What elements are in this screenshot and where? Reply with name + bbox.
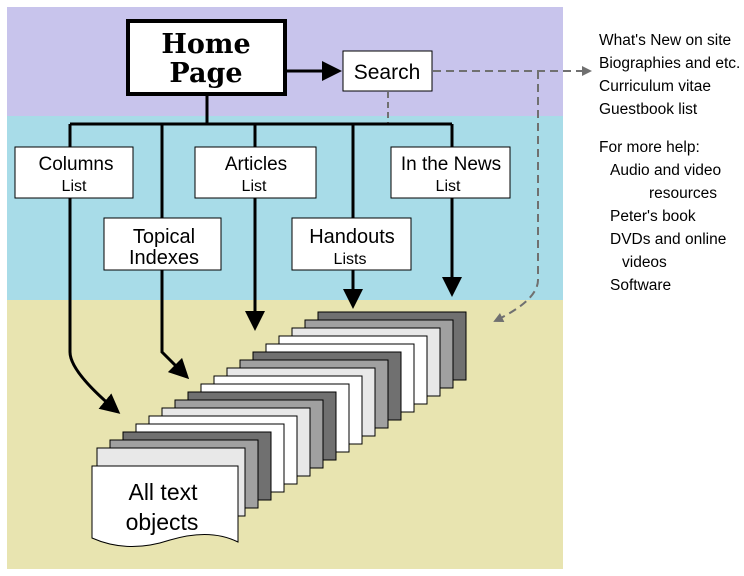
help-item-software: Software (610, 277, 672, 294)
columns-label-line1: Columns (39, 154, 114, 175)
all-text-document-shape (91, 465, 239, 547)
search-node: Search (342, 50, 433, 92)
side-panel: What's New on site Biographies and etc. … (599, 29, 744, 297)
middle-band (7, 116, 563, 300)
search-item-biographies: Biographies and etc. (599, 55, 741, 72)
all-text-label-line2: objects (126, 509, 199, 535)
handouts-lists-node: Handouts Lists (291, 217, 412, 271)
home-page-label-line1: Home (161, 29, 250, 60)
columns-to-objects-arrow (68, 198, 121, 414)
help-item-book: Peter's book (610, 208, 696, 225)
all-text-label-line1: All text (128, 479, 198, 505)
home-page-node: Home Page (126, 19, 287, 96)
search-item-guestbook: Guestbook list (599, 101, 698, 118)
side-spacer (599, 121, 744, 136)
in-the-news-label-line2: List (436, 178, 461, 195)
in-the-news-list-node: In the News List (390, 146, 511, 199)
help-heading: For more help: (599, 139, 700, 156)
columns-list-node: Columns List (14, 146, 134, 199)
topical-label-line2: Indexes (129, 247, 199, 269)
search-item-whats-new: What's New on site (599, 32, 732, 49)
in-the-news-label-line1: In the News (401, 154, 501, 175)
articles-label-line1: Articles (225, 154, 287, 175)
handouts-label-line2: Lists (334, 251, 367, 268)
text-object-stack (91, 311, 467, 547)
search-item-curriculum: Curriculum vitae (599, 78, 711, 95)
help-item-dvd-cont: videos (622, 254, 667, 271)
articles-label-line2: List (242, 178, 267, 195)
topical-indexes-node: Topical Indexes (103, 217, 222, 271)
help-item-audio-cont: resources (649, 185, 718, 202)
search-to-objects-arrow (493, 71, 539, 322)
topical-label-line1: Topical (133, 226, 195, 248)
help-item-dvd: DVDs and online (610, 231, 727, 248)
help-item-audio: Audio and video (610, 162, 722, 179)
search-label: Search (354, 61, 421, 84)
handouts-label-line1: Handouts (309, 226, 395, 248)
columns-label-line2: List (62, 178, 87, 195)
home-page-label-line2: Page (169, 58, 242, 89)
articles-list-node: Articles List (194, 146, 317, 199)
topical-to-objects-arrow (160, 270, 190, 380)
